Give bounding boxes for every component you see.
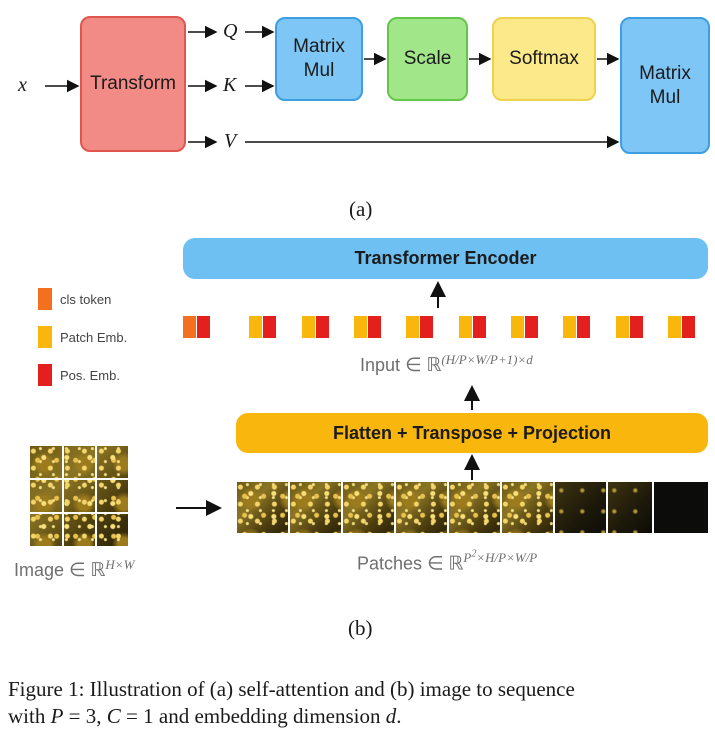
patch (290, 482, 341, 533)
image-label: Image (14, 560, 65, 580)
token-pos-emb (525, 316, 538, 338)
legend-label-cls: cls token (60, 292, 112, 307)
token-patch-emb (302, 316, 315, 338)
image-grid-line (95, 446, 97, 546)
flatten-projection-box: Flatten + Transpose + Projection (236, 413, 708, 453)
input-dimension: (H/P×W/P+1)×d (441, 352, 533, 367)
v-label: V (224, 130, 237, 152)
token-patch-emb (563, 316, 576, 338)
token-patch-emb (459, 316, 472, 338)
patches-dimension: P2×H/P×W/P (463, 549, 538, 566)
legend-label-patch: Patch Emb. (60, 330, 128, 345)
source-image (30, 446, 128, 546)
patches-label: Patches (357, 553, 423, 574)
softmax-label: Softmax (509, 48, 579, 70)
image-grid-line (30, 512, 128, 514)
figure-caption-line-1: Figure 1: Illustration of (a) self-atten… (8, 677, 575, 701)
caption-period: . (396, 704, 402, 728)
image-set-symbol: ∈ ℝ (69, 560, 106, 581)
input-label: Input (360, 355, 401, 375)
token-patch-emb (616, 316, 629, 338)
matrix-mul-label-1: Matrix Mul (293, 36, 345, 81)
patches-formula: Patches ∈ ℝP2×H/P×W/P (357, 549, 537, 575)
token-pos-emb (473, 316, 486, 338)
token-patch-emb (354, 316, 367, 338)
patches-sup-base: P (463, 550, 472, 566)
input-formula: Input ∈ ℝ(H/P×W/P+1)×d (360, 352, 533, 377)
patch (608, 482, 652, 533)
legend-swatch-patch (38, 326, 52, 348)
caption-b: (b) (348, 616, 373, 640)
figure-caption: Figure 1: Illustration of (a) self-atten… (8, 676, 715, 730)
legend-swatch-cls (38, 288, 52, 310)
matrix-mul-box-2: Matrix Mul (620, 17, 710, 154)
matrix-mul-box-1: Matrix Mul (275, 17, 363, 101)
caption-var-c: C (106, 704, 121, 728)
patch (396, 482, 447, 533)
caption-var-p: P (50, 704, 64, 728)
patches-sup-exp: 2 (471, 549, 477, 560)
patch (449, 482, 500, 533)
softmax-box: Softmax (492, 17, 596, 101)
caption-eq-3: = 3, (63, 704, 107, 728)
image-grid-line (30, 478, 128, 480)
caption-var-d: d (385, 704, 397, 728)
image-formula: Image ∈ ℝH×W (14, 557, 134, 582)
patch (654, 482, 708, 533)
image-grid-line (62, 446, 64, 546)
matrix-mul-label-2: Matrix Mul (639, 62, 691, 108)
input-x-label: x (18, 74, 27, 96)
token-cls (183, 316, 196, 338)
token-pos-emb (577, 316, 590, 338)
patches-sup-rest: ×H/P×W/P (476, 550, 538, 566)
patch (555, 482, 606, 533)
patch (502, 482, 553, 533)
input-set-symbol: ∈ ℝ (405, 355, 442, 376)
transform-label: Transform (90, 73, 176, 95)
legend-label-pos: Pos. Emb. (60, 368, 120, 383)
token-pos-emb (630, 316, 643, 338)
flatten-projection-label: Flatten + Transpose + Projection (332, 422, 612, 443)
caption-embedding-text: = 1 and embedding dimension (120, 704, 386, 728)
q-label: Q (223, 20, 238, 42)
token-pos-emb (682, 316, 695, 338)
legend-swatch-pos (38, 364, 52, 386)
patches-set-symbol: ∈ ℝ (427, 553, 464, 575)
token-patch-emb (668, 316, 681, 338)
token-cls-pos (197, 316, 210, 338)
image-dimension: H×W (105, 557, 135, 572)
patch (343, 482, 394, 533)
transformer-encoder-box: Transformer Encoder (183, 238, 708, 279)
transform-box: Transform (80, 16, 186, 152)
token-pos-emb (263, 316, 276, 338)
patch (237, 482, 288, 533)
token-pos-emb (368, 316, 381, 338)
token-patch-emb (249, 316, 262, 338)
scale-label: Scale (403, 48, 452, 70)
transformer-encoder-label: Transformer Encoder (354, 248, 537, 269)
caption-a: (a) (349, 197, 373, 221)
caption-with: with (8, 704, 51, 728)
k-label: K (223, 74, 237, 96)
figure-caption-line-2: with P = 3, C = 1 and embedding dimensio… (8, 703, 715, 730)
token-patch-emb (406, 316, 419, 338)
scale-box: Scale (387, 17, 468, 101)
token-pos-emb (420, 316, 433, 338)
token-pos-emb (316, 316, 329, 338)
token-patch-emb (511, 316, 524, 338)
